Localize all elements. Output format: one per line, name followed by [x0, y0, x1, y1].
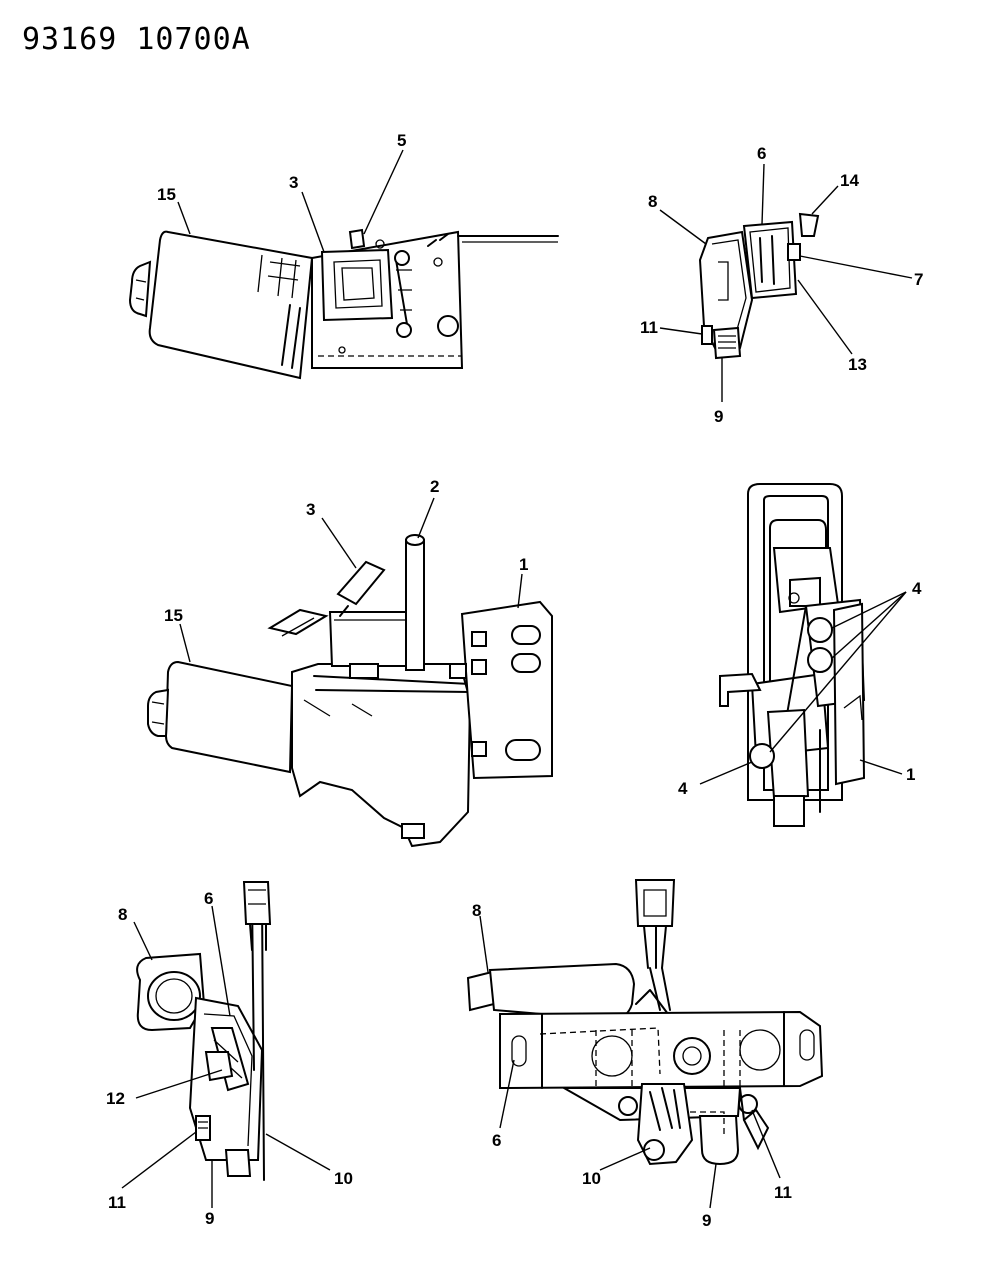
latch-side-view — [136, 881, 272, 1181]
callout-15: 15 — [164, 606, 183, 625]
callout-8: 8 — [472, 901, 481, 920]
callout-11: 11 — [108, 1193, 126, 1212]
callout-1: 1 — [519, 555, 528, 574]
callouts-bottom-left: 8 6 12 11 9 10 — [106, 889, 353, 1228]
view-top-right: 8 6 14 7 11 13 9 — [640, 144, 923, 426]
callout-11: 11 — [774, 1183, 792, 1202]
callout-3: 3 — [289, 173, 298, 192]
callouts-mid-left: 3 2 1 15 — [164, 477, 528, 663]
callout-15: 15 — [157, 185, 176, 204]
assembled-motor — [147, 534, 553, 848]
latch-plan-view — [466, 879, 824, 1166]
callouts-top-right: 8 6 14 7 11 13 9 — [640, 144, 923, 426]
callout-4: 4 — [912, 579, 922, 598]
callout-14: 14 — [840, 171, 859, 190]
wiper-motor-body — [128, 230, 314, 380]
callout-10: 10 — [334, 1169, 353, 1188]
view-mid-right: 4 4 1 — [678, 483, 922, 827]
callout-1: 1 — [906, 765, 915, 784]
callouts-mid-right: 4 4 1 — [678, 579, 922, 798]
callout-12: 12 — [106, 1089, 125, 1108]
view-mid-left: 3 2 1 15 — [147, 477, 553, 848]
view-top-left: 15 3 5 — [128, 131, 559, 380]
view-bottom-left: 8 6 12 11 9 10 — [106, 881, 353, 1228]
callout-6: 6 — [492, 1131, 501, 1150]
callout-3: 3 — [306, 500, 315, 519]
callout-9: 9 — [205, 1209, 214, 1228]
callout-13: 13 — [848, 355, 867, 374]
callout-10: 10 — [582, 1169, 601, 1188]
end-view-body — [698, 212, 820, 360]
view-bottom-right: 8 6 10 9 11 — [466, 879, 824, 1230]
callout-5: 5 — [397, 131, 406, 150]
callout-11: 11 — [640, 318, 658, 337]
callout-8: 8 — [118, 905, 127, 924]
callout-6: 6 — [204, 889, 213, 908]
callout-6: 6 — [757, 144, 766, 163]
actuator-housing — [311, 228, 559, 369]
callout-2: 2 — [430, 477, 439, 496]
callout-4: 4 — [678, 779, 688, 798]
callouts-top-left: 15 3 5 — [157, 131, 406, 253]
callout-8: 8 — [648, 192, 657, 211]
callouts-bottom-right: 8 6 10 9 11 — [472, 901, 792, 1230]
document-id: 93169 10700A — [22, 22, 251, 57]
callout-7: 7 — [914, 270, 923, 289]
bracket-end-view — [719, 483, 866, 827]
callout-9: 9 — [702, 1211, 711, 1230]
callout-9: 9 — [714, 407, 723, 426]
